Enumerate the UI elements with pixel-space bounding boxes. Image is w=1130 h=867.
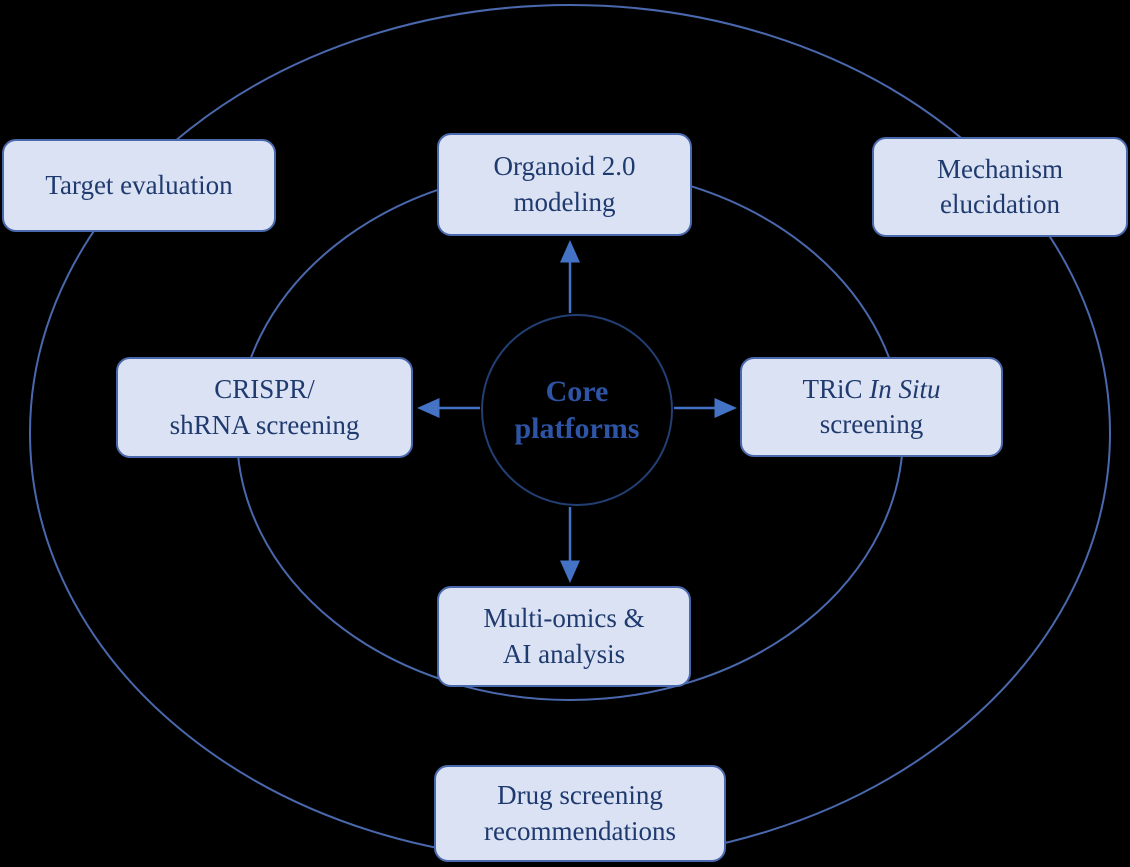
node-label: shRNA screening: [169, 409, 360, 440]
node-label: Drug screening: [497, 780, 663, 811]
node-target-evaluation: Target evaluation: [2, 139, 276, 232]
node-label: AI analysis: [502, 638, 626, 669]
node-label: modeling: [513, 186, 616, 217]
node-crispr-shrna-screening: CRISPR/ shRNA screening: [116, 357, 413, 458]
node-drug-screening-recommendations: Drug screening recommendations: [434, 765, 726, 862]
node-label: Multi-omics &: [483, 603, 645, 634]
core-platforms-circle: [481, 314, 673, 506]
node-label: TRiC: [802, 373, 870, 404]
node-label: Target evaluation: [45, 169, 233, 200]
node-multiomics-ai-analysis: Multi-omics & AI analysis: [437, 586, 691, 687]
node-label: recommendations: [484, 815, 676, 846]
node-tric-in-situ-screening: TRiC In Situ screening: [740, 357, 1003, 457]
node-label: Mechanism: [937, 153, 1063, 184]
center-label-line2: platforms: [514, 412, 640, 445]
node-organoid-modeling: Organoid 2.0 modeling: [437, 133, 692, 236]
center-label-line1: Core: [545, 374, 609, 408]
node-label: elucidation: [940, 189, 1060, 219]
node-label: Organoid 2.0: [493, 151, 636, 182]
node-label: screening: [819, 409, 924, 439]
node-mechanism-elucidation: Mechanism elucidation: [872, 137, 1128, 237]
core-platforms-label: Core platforms: [482, 315, 672, 505]
node-label: CRISPR/: [214, 374, 315, 405]
node-label-italic: In Situ: [869, 373, 941, 404]
